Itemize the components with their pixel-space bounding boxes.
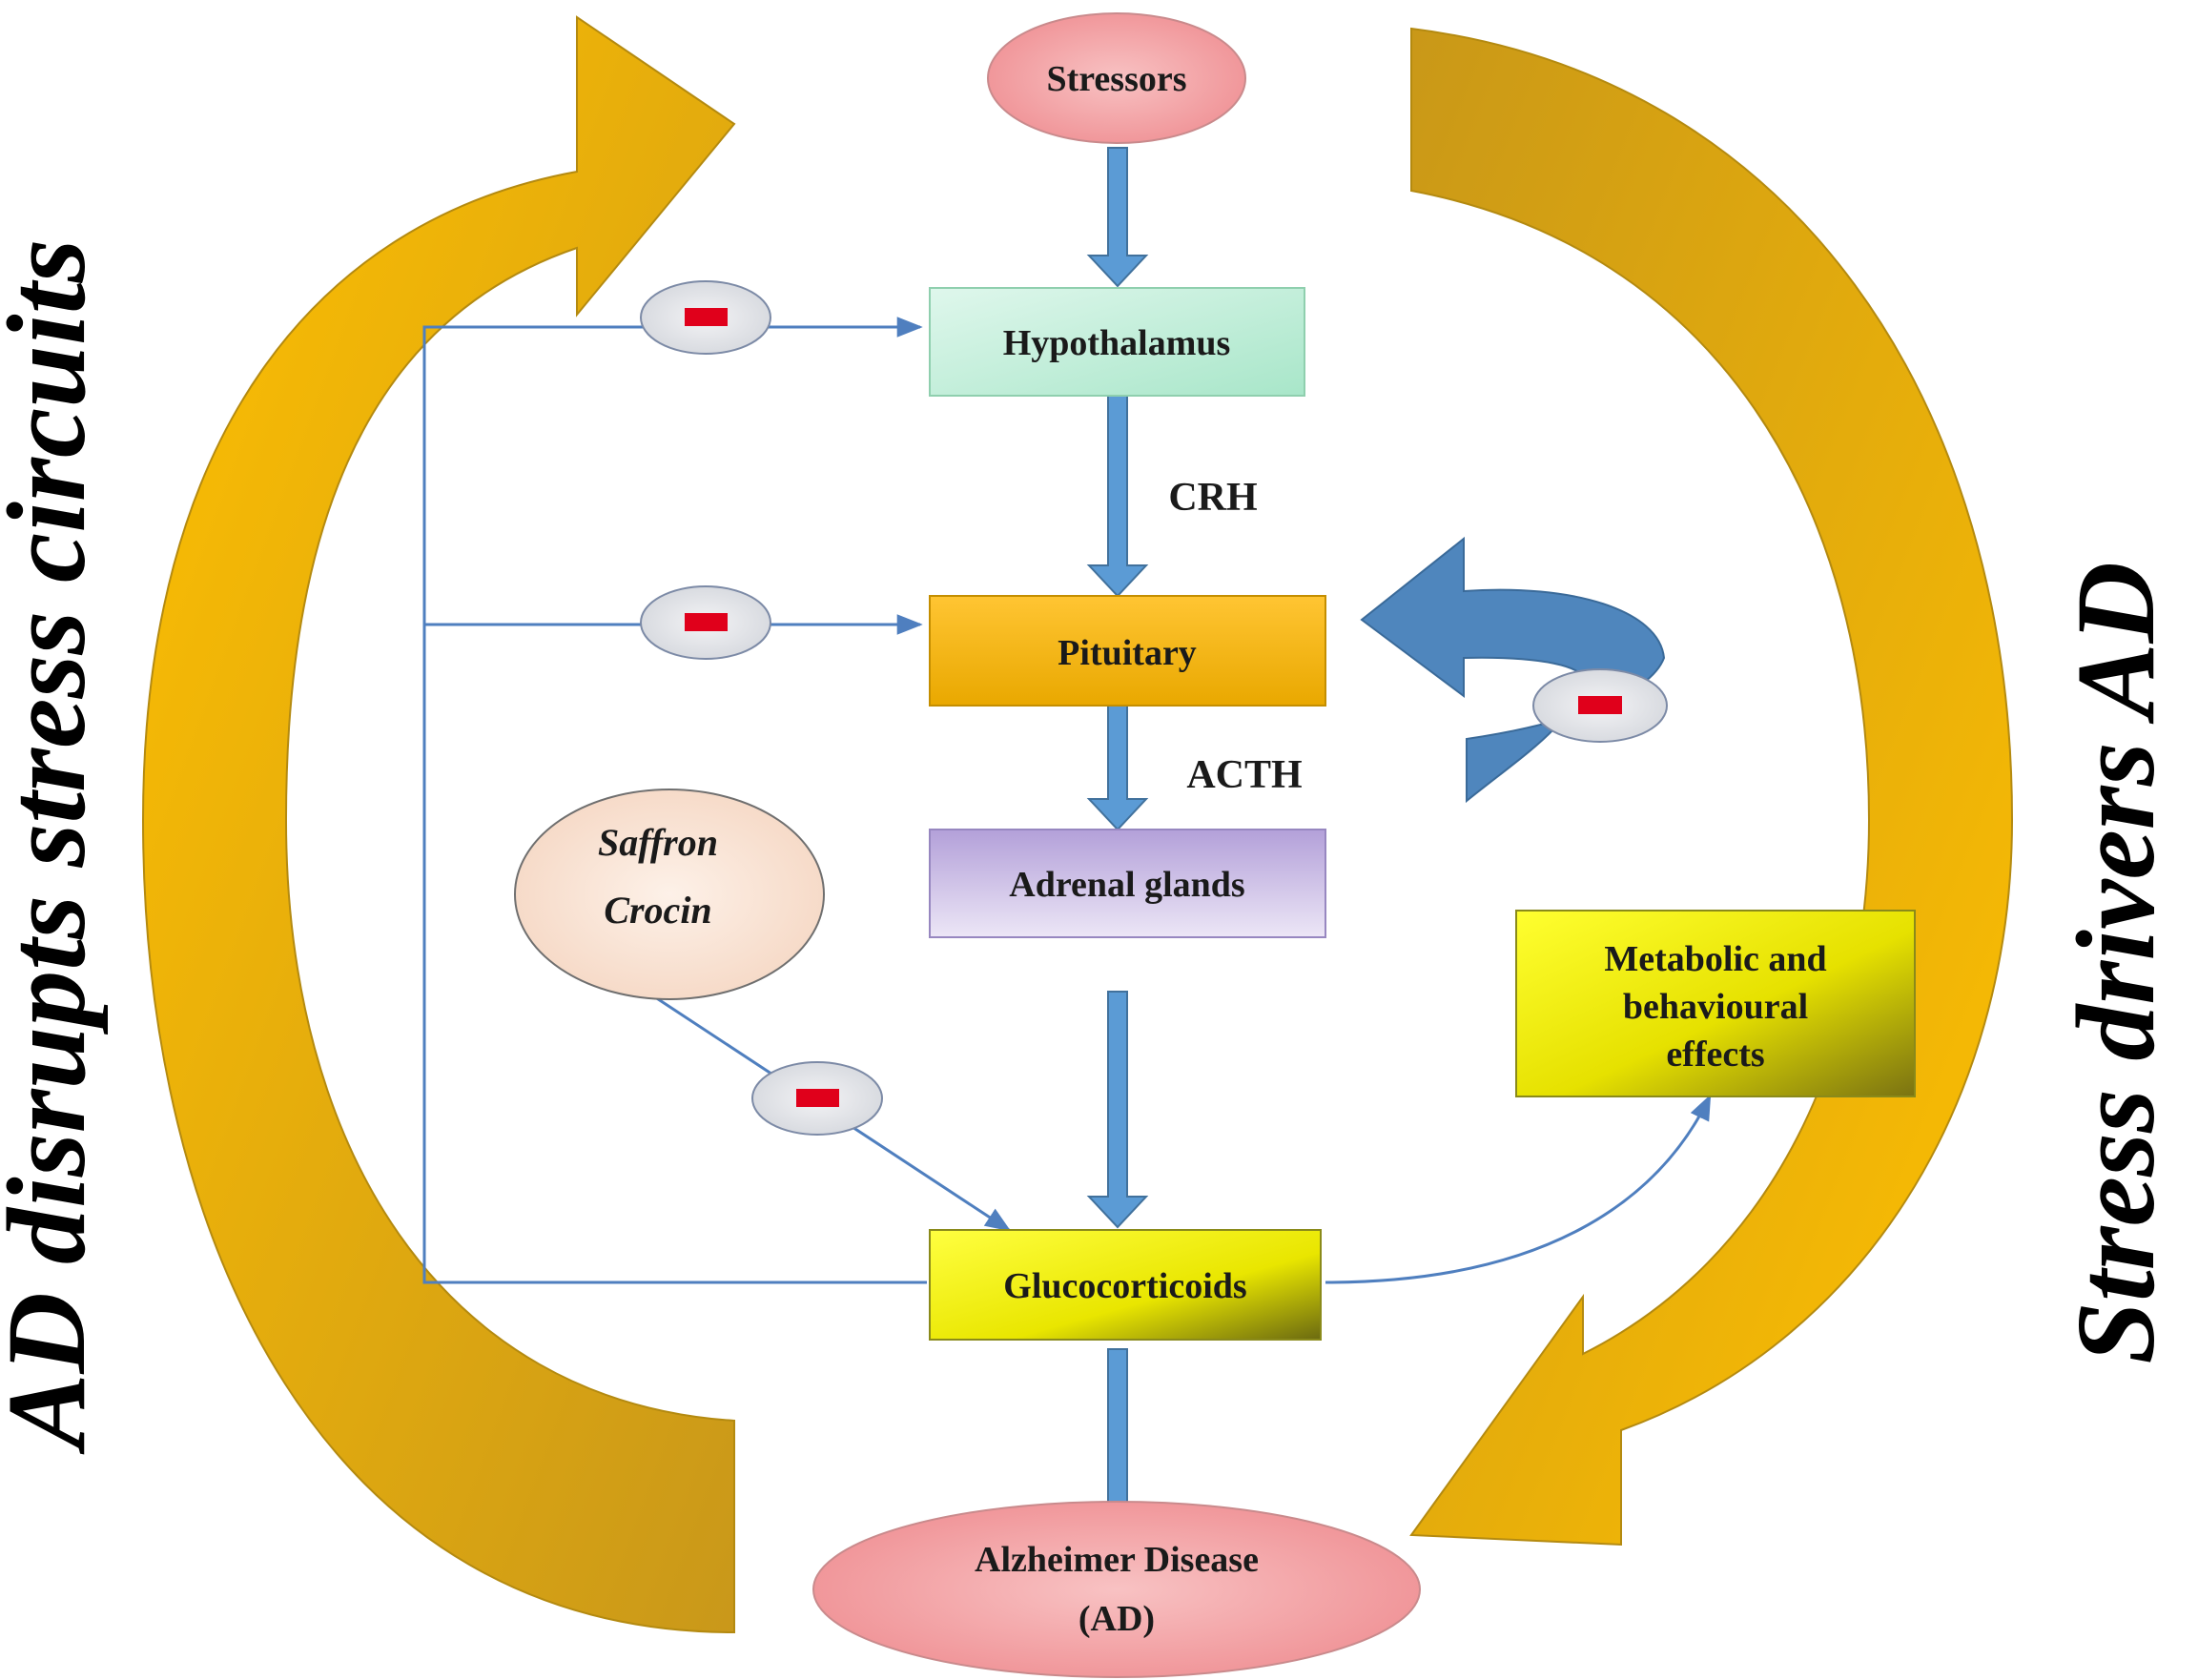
right-side-label: Stress drivers AD bbox=[2053, 562, 2178, 1363]
metabolic-effects-node bbox=[1515, 910, 1916, 1097]
hypothalamus-label: Hypothalamus bbox=[1003, 323, 1231, 363]
acth-label: ACTH bbox=[1186, 753, 1302, 797]
minus-icon bbox=[685, 308, 728, 326]
minus-icon bbox=[685, 613, 728, 631]
saffron-crocin-node bbox=[514, 789, 825, 1000]
adrenal-glands-node bbox=[929, 829, 1326, 938]
minus-icon bbox=[796, 1089, 839, 1107]
adrenal-glands-label: Adrenal glands bbox=[1009, 865, 1244, 905]
alzheimer-label-line1: Alzheimer Disease bbox=[975, 1540, 1259, 1580]
stressors-label: Stressors bbox=[1046, 59, 1186, 99]
left-side-label: AD disrupts stress circuits bbox=[0, 239, 109, 1456]
glucocorticoids-label: Glucocorticoids bbox=[1003, 1266, 1246, 1306]
inhibition-badges bbox=[640, 280, 1668, 1136]
crh-label: CRH bbox=[1168, 476, 1257, 520]
minus-badge-acth-loop bbox=[1532, 668, 1668, 743]
minus-icon bbox=[1578, 696, 1622, 714]
right-cycle-arrow bbox=[1409, 27, 2014, 1547]
alzheimer-disease-node bbox=[812, 1501, 1421, 1678]
metabolic-label-line2: behavioural bbox=[1623, 987, 1808, 1027]
metabolic-label-line3: effects bbox=[1666, 1035, 1764, 1075]
arrow-adrenal-glucocorticoids bbox=[1086, 991, 1149, 1229]
arrow-pituitary-adrenal bbox=[1086, 705, 1149, 831]
pituitary-label: Pituitary bbox=[1058, 633, 1197, 673]
arrow-stressors-hypothalamus bbox=[1086, 147, 1149, 288]
hypothalamus-node bbox=[929, 287, 1305, 397]
pituitary-node bbox=[929, 595, 1326, 707]
minus-badge-pituitary bbox=[640, 585, 771, 660]
arrow-hypothalamus-pituitary bbox=[1086, 395, 1149, 598]
minus-badge-saffron bbox=[751, 1061, 883, 1136]
gluco-to-metabolic-line bbox=[1325, 1094, 1712, 1284]
metabolic-label-line1: Metabolic and bbox=[1604, 939, 1826, 979]
stressors-node bbox=[987, 12, 1246, 144]
glucocorticoids-node bbox=[929, 1229, 1322, 1341]
crocin-label: Crocin bbox=[604, 889, 711, 932]
left-cycle-arrow bbox=[141, 15, 736, 1634]
alzheimer-label-line2: (AD) bbox=[1078, 1599, 1155, 1639]
minus-badge-hypothalamus bbox=[640, 280, 771, 355]
saffron-label: Saffron bbox=[598, 821, 718, 864]
